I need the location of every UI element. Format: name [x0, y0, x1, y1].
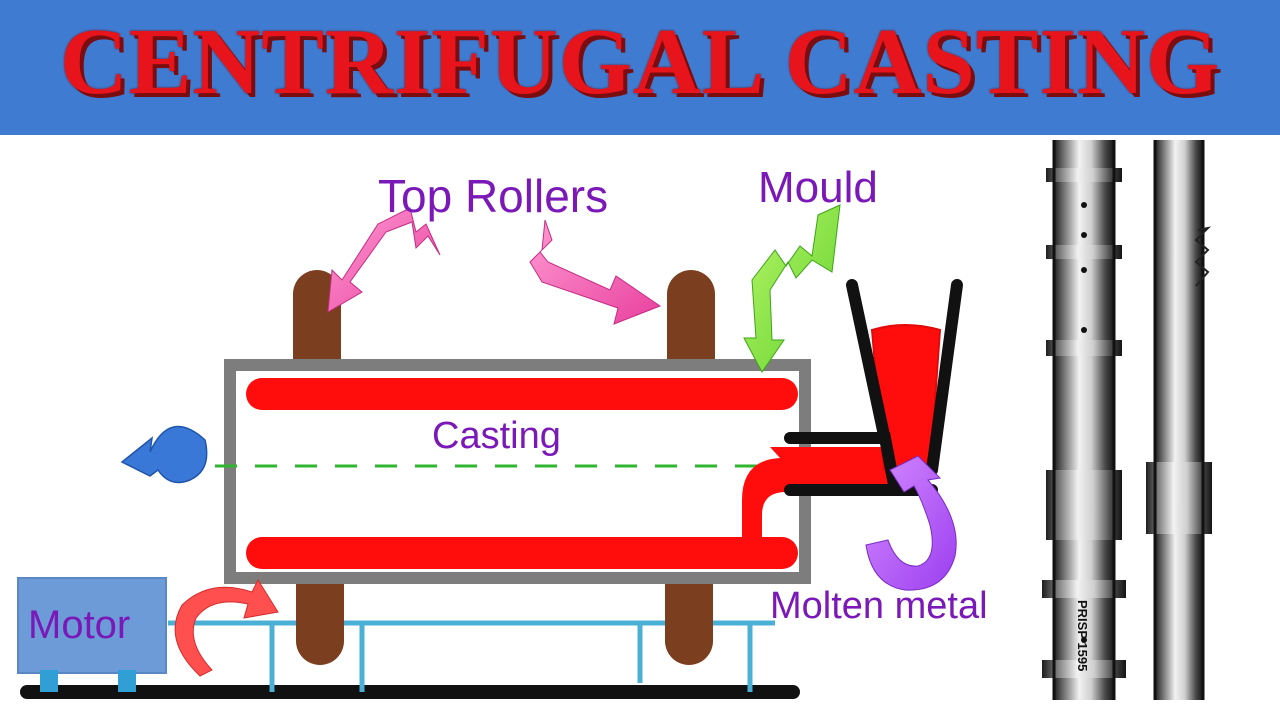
cast-pipe-left [1042, 140, 1126, 700]
molten-metal-arrow-icon [865, 455, 957, 591]
top-rollers-label: Top Rollers [378, 170, 608, 222]
top-rollers-arrow-right-icon [529, 219, 662, 325]
motor-foot-right [118, 670, 136, 692]
pipe-stamp-label: PRISP 1595 [1075, 600, 1090, 671]
casting-label: Casting [432, 415, 561, 457]
molten-metal-label: Molten metal [770, 585, 988, 627]
page-title: CENTRIFUGAL CASTING [59, 10, 1221, 114]
top-rollers-arrow-left-icon [327, 207, 441, 313]
motor-foot-left [40, 670, 58, 692]
ladle-frame [784, 279, 963, 496]
ground-bar [20, 685, 800, 699]
cast-pipe-right [1146, 140, 1212, 700]
motor-label: Motor [28, 603, 130, 647]
bottom-roller-left [296, 560, 344, 665]
mould-label: Mould [758, 163, 878, 212]
motor-drive-arrow-icon [174, 578, 279, 677]
mould-arrow-icon [743, 204, 841, 373]
molten-metal-stream [742, 447, 900, 560]
casting-top-layer [246, 378, 798, 410]
bottom-roller-right [665, 560, 713, 665]
rotation-arrow-icon [120, 425, 208, 484]
title-banner [0, 0, 1280, 135]
casting-bottom-layer [246, 537, 798, 569]
motor-box [17, 577, 167, 674]
